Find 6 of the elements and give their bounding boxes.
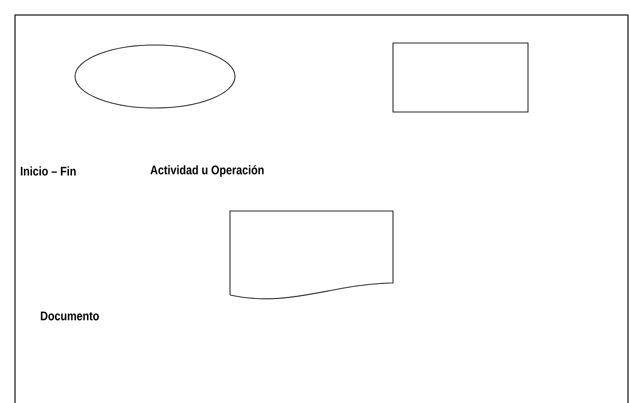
- document-shape: [230, 210, 394, 300]
- shape-label: Actividad u Operación: [150, 165, 264, 177]
- rectangle-shape: [392, 42, 528, 112]
- shape-label: Documento: [40, 312, 99, 320]
- ellipse-shape: [74, 44, 236, 108]
- shape-label: Inicio – Fin: [20, 166, 76, 176]
